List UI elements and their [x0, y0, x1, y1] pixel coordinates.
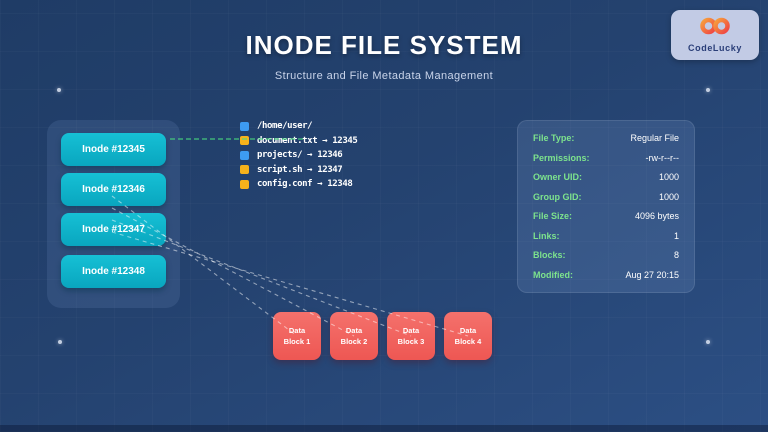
file-icon [240, 136, 249, 146]
inode-box-12345: Inode #12345 [61, 133, 166, 166]
metadata-row: Permissions: -rw-r--r-- [533, 153, 679, 163]
data-block-line: Data [345, 325, 363, 335]
metadata-label: File Size: [533, 211, 573, 222]
metadata-value: 1000 [658, 191, 679, 202]
page-subtitle: Structure and File Metadata Management [274, 70, 494, 82]
data-block-line: Data [459, 325, 477, 335]
directory-entry-list: /home/user/ document.txt → 12345 project… [240, 119, 358, 192]
inode-box-12348: Inode #12348 [61, 255, 166, 288]
inode-panel: Inode #12345 Inode #12346 Inode #12347 I… [47, 120, 180, 308]
file-entry: /home/user/ [240, 119, 357, 134]
metadata-label: Group GID: [533, 191, 582, 202]
inode-box-12346: Inode #12346 [61, 173, 166, 206]
file-entry: projects/ → 12346 [240, 148, 357, 163]
metadata-row: File Type: Regular File [533, 133, 679, 143]
file-entry-text: projects/ → 12346 [257, 150, 343, 161]
metadata-label: Permissions: [533, 152, 590, 163]
data-block-1: Data Block 1 [273, 312, 321, 360]
star-dot [57, 88, 61, 92]
metadata-label: Modified: [533, 269, 573, 280]
data-block-2: Data Block 2 [330, 312, 378, 360]
metadata-row: Blocks: 8 [533, 250, 679, 260]
metadata-label: File Type: [533, 133, 575, 143]
file-entry: script.sh → 12347 [240, 163, 357, 178]
metadata-value: Aug 27 20:15 [625, 269, 679, 280]
header: INODE FILE SYSTEM Structure and File Met… [0, 30, 768, 82]
data-block-line: Block 2 [340, 337, 368, 346]
metadata-value: Regular File [630, 133, 679, 143]
star-dot [706, 340, 710, 344]
metadata-label: Owner UID: [533, 172, 583, 183]
metadata-row: Modified: Aug 27 20:15 [533, 270, 679, 280]
metadata-label: Links: [533, 230, 560, 241]
metadata-value: 8 [673, 250, 679, 261]
file-entry-text: /home/user/ [257, 121, 313, 132]
inode-label: Inode #12346 [82, 184, 145, 195]
brand-name: CodeLucky [688, 43, 742, 53]
metadata-value: -rw-r--r-- [645, 152, 679, 163]
data-block-line: Block 4 [454, 337, 482, 346]
data-block-line: Block 1 [283, 337, 311, 346]
data-block-3: Data Block 3 [387, 312, 435, 360]
star-dot [706, 88, 710, 92]
bottom-strip [0, 425, 768, 432]
star-dot [58, 340, 62, 344]
inode-label: Inode #12348 [82, 266, 145, 277]
infinity-icon [697, 17, 733, 40]
metadata-row: Links: 1 [533, 231, 679, 241]
inode-label: Inode #12347 [82, 224, 145, 235]
metadata-value: 1000 [658, 172, 679, 183]
metadata-panel: File Type: Regular File Permissions: -rw… [517, 120, 695, 293]
file-icon [240, 179, 249, 189]
data-block-line: Block 3 [397, 337, 425, 346]
directory-icon [240, 150, 249, 160]
file-entry-text: script.sh → 12347 [257, 164, 343, 175]
data-block-line: Data [402, 325, 420, 335]
inode-label: Inode #12345 [82, 144, 145, 155]
inode-box-12347: Inode #12347 [61, 213, 166, 246]
file-entry: document.txt → 12345 [240, 134, 358, 149]
file-entry-text: document.txt → 12345 [257, 135, 358, 146]
metadata-row: Owner UID: 1000 [533, 172, 679, 182]
brand-logo-card: CodeLucky [671, 10, 759, 60]
file-entry: config.conf → 12348 [240, 177, 357, 192]
metadata-row: File Size: 4096 bytes [533, 211, 679, 221]
data-block-line: Data [288, 325, 306, 335]
metadata-value: 4096 bytes [634, 211, 679, 222]
metadata-value: 1 [673, 230, 679, 241]
data-block-4: Data Block 4 [444, 312, 492, 360]
metadata-row: Group GID: 1000 [533, 192, 679, 202]
file-entry-text: config.conf → 12348 [257, 179, 353, 190]
page-title: INODE FILE SYSTEM [245, 30, 523, 60]
metadata-label: Blocks: [533, 250, 566, 261]
file-icon [240, 165, 249, 175]
directory-icon [240, 121, 249, 131]
